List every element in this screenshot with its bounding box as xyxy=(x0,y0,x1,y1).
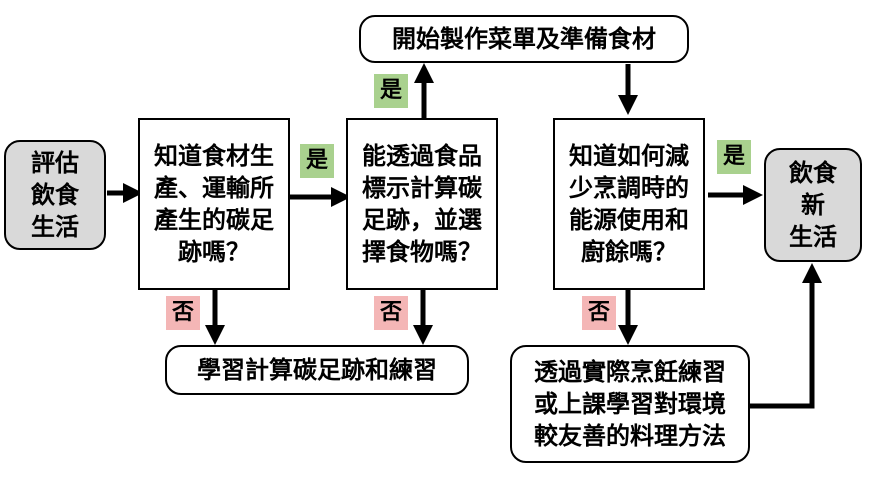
start-node: 評估飲食生活 xyxy=(4,140,106,250)
yes-label-q2: 是 xyxy=(374,74,408,108)
no-label-q2: 否 xyxy=(374,296,408,330)
no-label-q1: 否 xyxy=(166,296,200,330)
question-food-label-calculation: 能透過食品標示計算碳足跡，並選擇食物嗎？ xyxy=(346,118,498,290)
yes-label-q3: 是 xyxy=(717,140,751,174)
start-menu-node: 開始製作菜單及準備食材 xyxy=(359,15,689,63)
yes-label-q1: 是 xyxy=(300,144,334,178)
arrow-learn2-to-end xyxy=(750,263,822,409)
learn-carbon-footprint-node: 學習計算碳足跡和練習 xyxy=(165,345,469,395)
learn-cooking-node: 透過實際烹飪練習或上課學習對環境較友善的料理方法 xyxy=(510,345,750,463)
end-node: 飲食新生活 xyxy=(764,148,862,262)
question-energy-waste-reduction: 知道如何減少烹調時的能源使用和廚餘嗎？ xyxy=(553,118,705,290)
question-carbon-footprint-knowledge: 知道食材生產、運輸所產生的碳足跡嗎？ xyxy=(138,118,290,290)
no-label-q3: 否 xyxy=(582,296,616,330)
